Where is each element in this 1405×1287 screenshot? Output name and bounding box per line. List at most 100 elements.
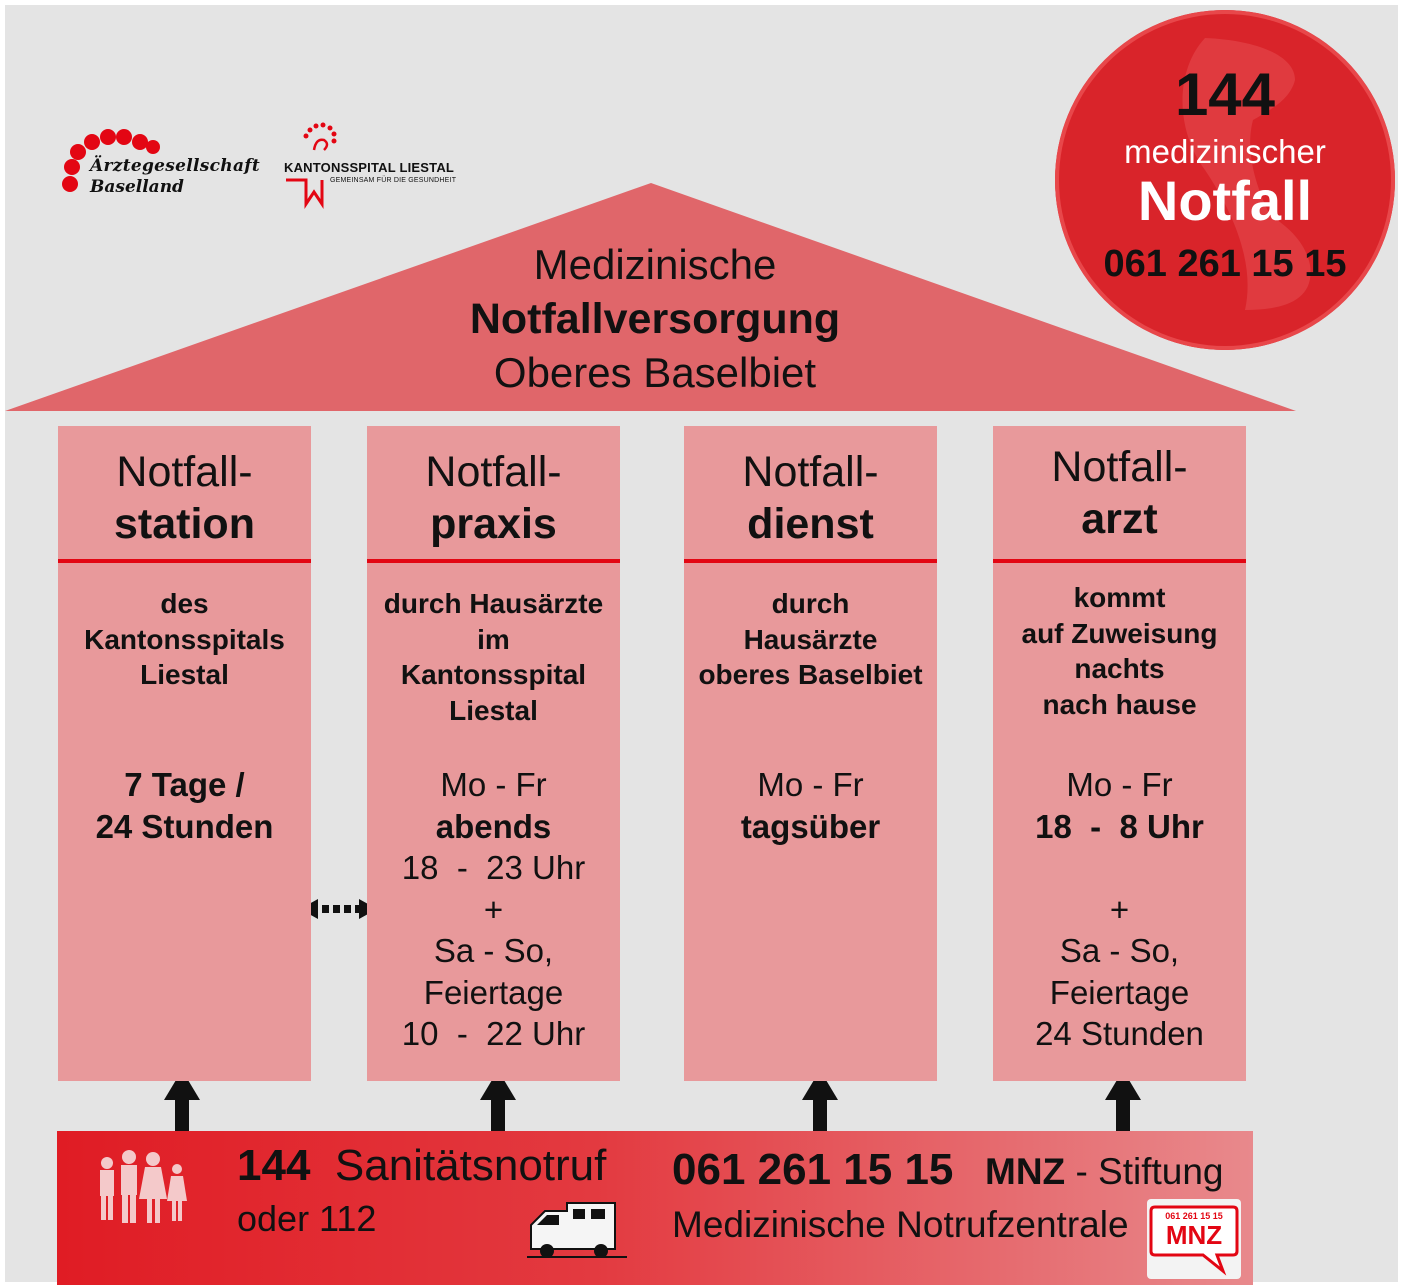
sanitaetsnotruf-line: 144 Sanitätsnotruf [237,1141,606,1191]
pillar-title-line1: Notfall- [425,448,562,496]
desc-line: Liestal [449,694,538,726]
dotted-double-arrow [300,899,377,919]
hours-line [993,847,1246,889]
desc-line: oberes Baselbiet [698,659,923,690]
pillar-title-line2: station [114,500,255,548]
up-arrow-3 [802,1070,838,1132]
hours-line: 24 Stunden [1035,1015,1204,1052]
pillar-notfallarzt: Notfall- arzt kommt auf Zuweisung nachts… [993,426,1246,1081]
hours-line: Mo - Fr [1066,766,1173,803]
hours-line: 18 - 23 Uhr [401,849,586,886]
logo-dot-icon [132,134,148,150]
aerzte-logo-line1: Ärztegesellschaft [90,156,261,176]
pillar-notfallstation: Notfall- station des Kantonsspitals Lies… [58,426,311,1081]
mnz-logo-number: 061 261 15 15 [1165,1211,1223,1221]
mnz-phone: 061 261 15 15 [672,1145,954,1194]
hours-line: 7 Tage / [124,766,245,803]
hours-line: abends [435,807,552,845]
pillar-hours: Mo - Fr 18 - 8 Uhr + Sa - So, Feiertage … [993,764,1246,1055]
pillar-title-line1: Notfall- [116,448,253,496]
logo-dot-icon [64,159,80,175]
desc-line: kommt [1073,582,1166,613]
pillar-notfalldienst: Notfall- dienst durch Hausärzte oberes B… [684,426,937,1081]
pillar-title-line2: praxis [430,500,557,548]
kantonsspital-logo: KANTONSSPITAL LIESTAL GEMEINSAM FÜR DIE … [280,120,470,210]
aerztegesellschaft-logo: Ärztegesellschaft Baselland [58,126,261,206]
roof-title-line1: Medizinische [533,241,777,288]
pillar-description: durch Hausärzte im Kantonsspital Liestal [367,586,620,728]
roof-title-line2: Notfallversorgung [469,295,841,343]
emergency-phone: 061 261 15 15 [1103,243,1347,285]
hours-line: Mo - Fr [440,766,547,803]
mnz-logo: 061 261 15 15 MNZ [1147,1199,1241,1279]
pillar-divider [993,559,1246,563]
hours-line: tagsüber [740,807,881,845]
pillar-description: des Kantonsspitals Liestal [58,586,311,693]
desc-line: nachts [1074,653,1165,684]
pillar-hours: 7 Tage / 24 Stunden [58,764,311,847]
pillar-header: Notfall- praxis [367,426,620,560]
mnz-stiftung-line: MNZ - Stiftung [985,1151,1224,1193]
desc-line: nach hause [1042,688,1197,720]
hours-line: Sa - So, [1059,932,1180,969]
kantonsspital-emblem-icon [286,122,337,209]
roof-title-line3: Oberes Baselbiet [493,349,817,396]
logo-dot-icon [100,129,116,145]
sanitaet-label: Sanitätsnotruf [334,1141,607,1190]
desc-line: Kantonsspital [400,659,587,690]
mnz-speech-bubble-icon [1149,1205,1239,1276]
pillar-hours: Mo - Fr tagsüber [684,764,937,847]
pillar-divider [367,559,620,563]
emergency-circle: 144 medizinischer Notfall 061 261 15 15 [1055,10,1395,350]
logo-dot-icon [84,134,100,150]
logo-dot-icon [62,176,78,192]
pillar-description: durch Hausärzte oberes Baselbiet [684,586,937,693]
desc-line: auf Zuweisung [1021,617,1218,649]
bottom-foundation-bar: 144 Sanitätsnotruf oder 112 061 261 15 1… [57,1131,1253,1285]
emergency-line2: Notfall [1137,169,1313,232]
hours-line: Feiertage [423,973,564,1011]
pillar-header: Notfall- station [58,426,311,560]
pillar-title-line1: Notfall- [742,448,879,496]
kantonsspital-tagline: GEMEINSAM FÜR DIE GESUNDHEIT [330,177,457,184]
pillar-divider [684,559,937,563]
desc-line: durch [771,588,850,619]
pillar-title-line1: Notfall- [1051,443,1188,491]
desc-line: Kantonsspitals [84,623,285,655]
sanitaet-number: 144 [237,1141,311,1190]
up-arrow-1 [164,1070,200,1132]
notrufzentrale-label: Medizinische Notrufzentrale [672,1204,1129,1245]
mnz-label: MNZ [985,1151,1066,1192]
hours-line: 18 - 8 Uhr [1035,807,1204,845]
ambulance-icon [527,1202,627,1258]
emergency-line1: medizinischer [1124,133,1326,170]
pillar-notfallpraxis: Notfall- praxis durch Hausärzte im Kanto… [367,426,620,1081]
desc-line: im [477,623,510,655]
up-arrow-2 [480,1070,516,1132]
pillar-header: Notfall- dienst [684,426,937,560]
pillar-description: kommt auf Zuweisung nachts nach hause [993,580,1246,722]
emergency-number: 144 [1174,61,1276,128]
oder-112: oder 112 [237,1198,377,1239]
aerzte-logo-line2: Baselland [90,177,184,197]
roof-title: Medizinische Notfallversorgung Oberes Ba… [360,240,950,398]
hours-line: + [483,890,504,928]
up-arrow-4 [1105,1070,1141,1132]
family-icon [100,1150,187,1223]
desc-line: Hausärzte [743,623,878,655]
desc-line: Liestal [140,659,229,690]
pillar-title-line2: arzt [1081,495,1158,543]
hours-line: 24 Stunden [95,807,274,845]
hours-line: 10 - 22 Uhr [401,1015,586,1052]
hours-line: Sa - So, [433,932,554,969]
hours-line: Mo - Fr [757,766,864,803]
kantonsspital-name: KANTONSSPITAL LIESTAL [284,160,455,175]
logo-dot-icon [70,144,86,160]
stiftung-label: - Stiftung [1075,1151,1224,1192]
logo-dot-icon [146,140,160,154]
desc-line: des [160,588,209,619]
pillar-header: Notfall- arzt [993,426,1246,560]
mnz-logo-text: MNZ [1165,1220,1223,1250]
pillar-hours: Mo - Fr abends 18 - 23 Uhr + Sa - So, Fe… [367,764,620,1055]
